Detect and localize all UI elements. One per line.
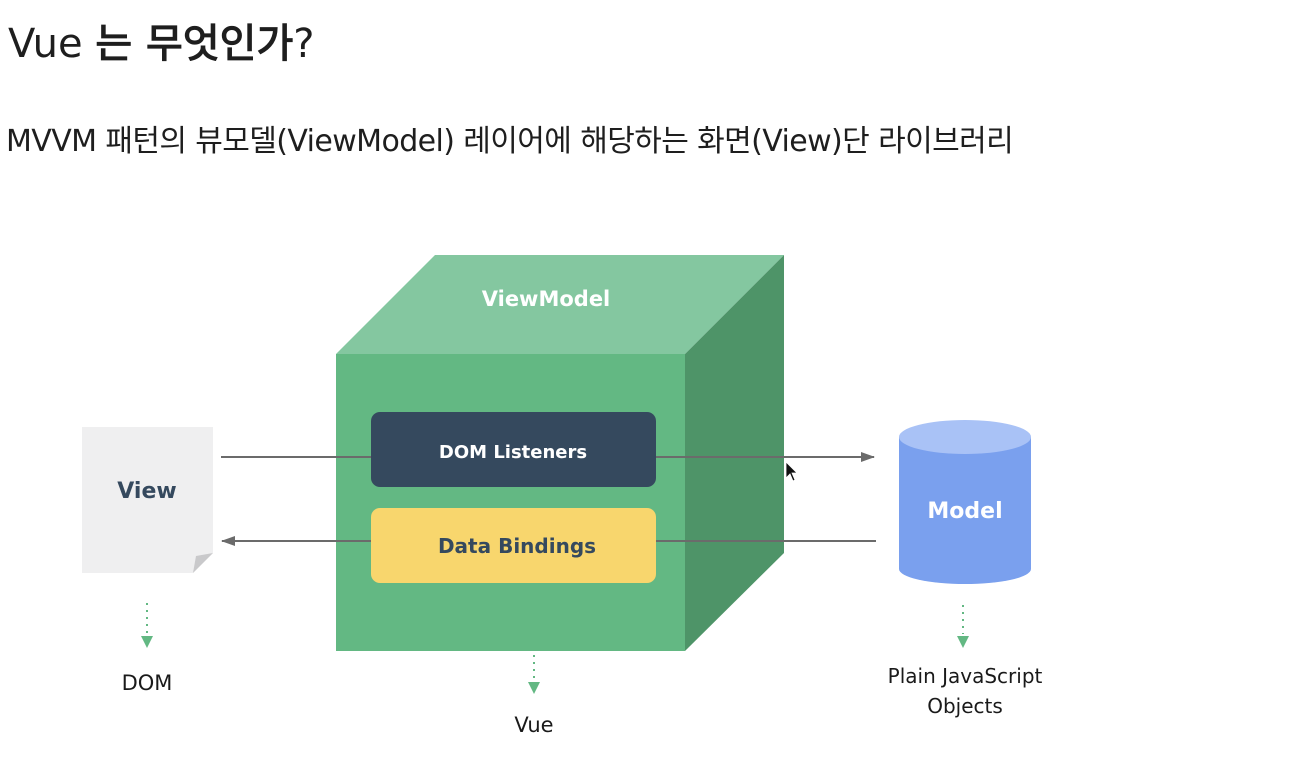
cube-top-face xyxy=(336,255,784,354)
model-dotted-arrow xyxy=(957,605,969,648)
cube-side-face xyxy=(685,255,784,651)
mouse-cursor-icon xyxy=(785,461,798,482)
model-label: Model xyxy=(927,499,1002,524)
page-title: Vue 는 무엇인가? xyxy=(8,14,315,74)
page-fold xyxy=(193,553,213,573)
data-bindings-box: Data Bindings xyxy=(371,508,656,583)
title-prefix: Vue xyxy=(8,21,96,67)
page-subtitle: MVVM 패턴의 뷰모델(ViewModel) 레이어에 해당하는 화면(Vie… xyxy=(6,124,1014,159)
data-bindings-label: Data Bindings xyxy=(438,534,596,558)
model-caption-line2: Objects xyxy=(927,694,1003,718)
dom-listeners-label: DOM Listeners xyxy=(439,442,587,463)
vue-dotted-arrow xyxy=(528,655,540,694)
title-bold: 는 무엇인가 xyxy=(95,21,294,67)
vue-caption: Vue xyxy=(514,713,553,737)
dom-listeners-box: DOM Listeners xyxy=(371,412,656,487)
cylinder-top xyxy=(899,420,1031,454)
viewmodel-cube: ViewModel xyxy=(336,255,784,651)
view-document: View xyxy=(82,427,213,573)
dom-caption: DOM xyxy=(122,671,173,695)
dom-dotted-arrow xyxy=(141,603,153,648)
viewmodel-label: ViewModel xyxy=(482,287,611,311)
title-suffix: ? xyxy=(293,21,315,67)
view-label: View xyxy=(117,479,176,504)
model-cylinder: Model xyxy=(899,420,1031,584)
cube-front-face xyxy=(336,354,685,651)
model-caption-line1: Plain JavaScript xyxy=(888,664,1043,688)
